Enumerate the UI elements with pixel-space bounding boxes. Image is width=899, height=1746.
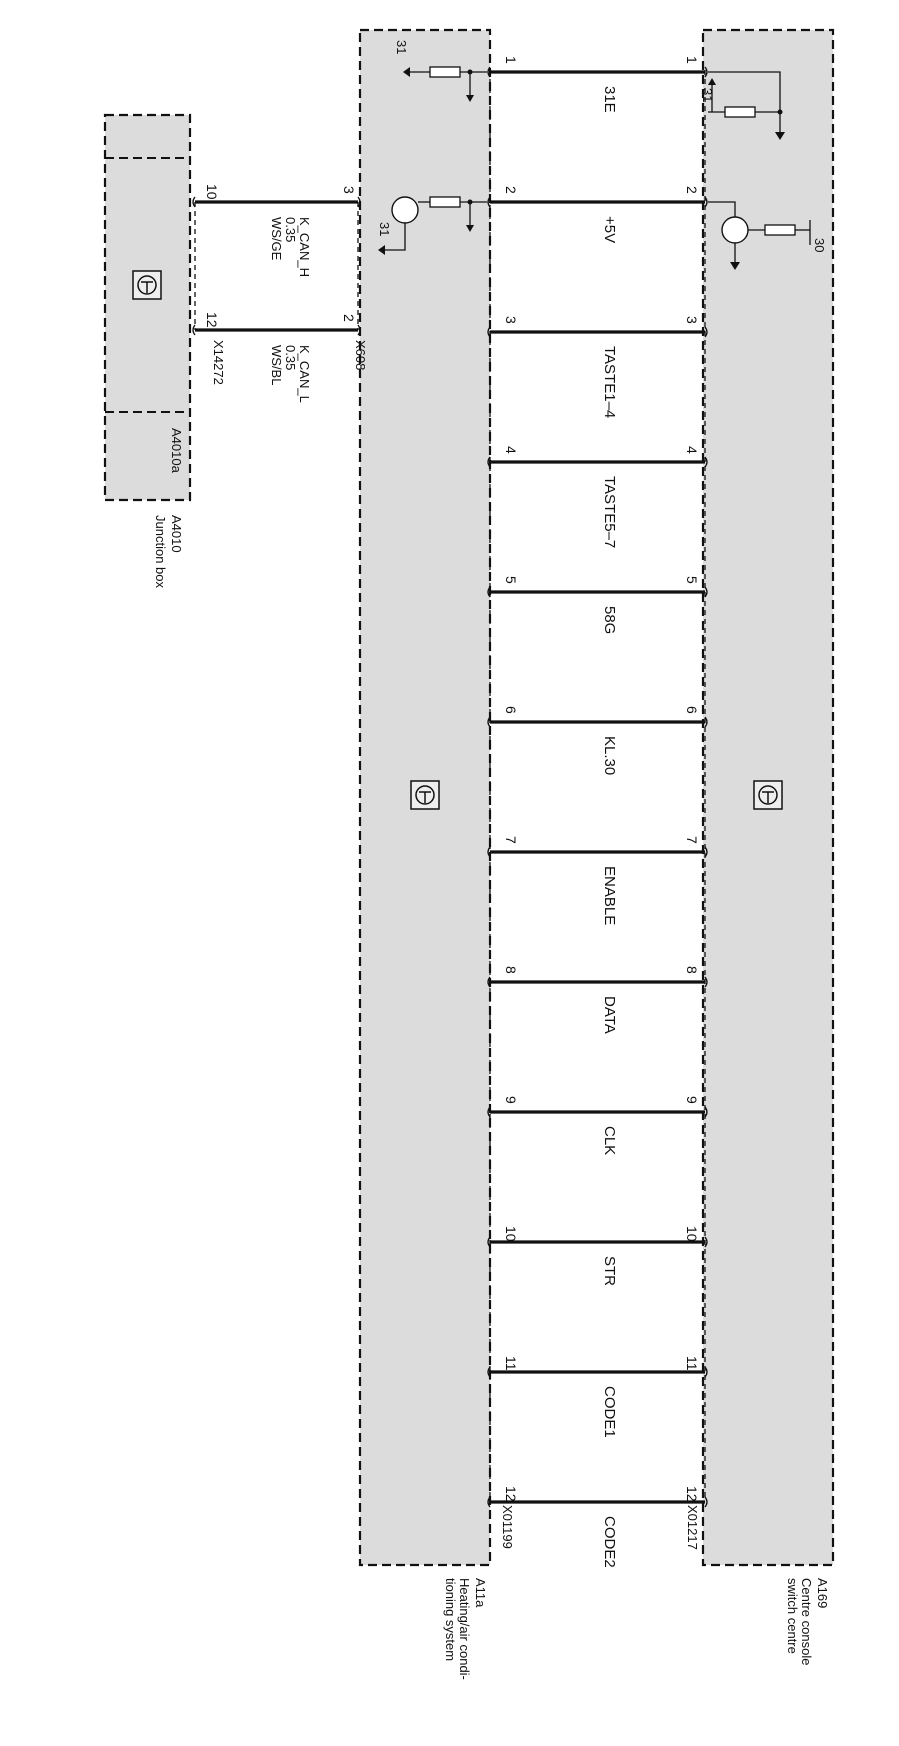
- connector-stub: [192, 324, 196, 336]
- a11a-pin1-resistor-circuit: [403, 66, 487, 102]
- jb-pin-number: 12: [204, 312, 220, 328]
- signal-label-2: +5V: [601, 216, 618, 243]
- connector-stub: [704, 326, 708, 338]
- jb-pin-number: 10: [204, 184, 220, 200]
- a11a-connector-label: X01199: [500, 1505, 515, 1549]
- a169-pin-number: 1: [684, 56, 700, 64]
- can-wire-spec: K_CAN_L: [297, 345, 312, 403]
- a11a-pin-number: 6: [503, 706, 519, 714]
- a11a-ecu-icon: [410, 780, 440, 810]
- connector-stub: [704, 1236, 708, 1248]
- a169-pin-number: 4: [684, 446, 700, 454]
- a169-connector-label: X01217: [685, 1505, 700, 1550]
- a11a-pin-number: 1: [503, 56, 519, 64]
- signal-label-7: ENABLE: [601, 866, 618, 925]
- x608-connector-label: X608: [353, 340, 368, 370]
- a11a-id: A11a: [473, 1578, 488, 1608]
- a169-pin1-resistor-circuit: [708, 71, 785, 140]
- a11a-pin-number: 10: [503, 1226, 519, 1242]
- a11a-pin-number: 8: [503, 966, 519, 974]
- a11a-pin-number: 4: [503, 446, 519, 454]
- a169-ecu-icon: [753, 780, 783, 810]
- signal-label-6: KL.30: [601, 736, 618, 775]
- a169-pin-number: 3: [684, 316, 700, 324]
- a11a-pin2-transistor-circuit: [378, 196, 487, 255]
- signal-label-12: CODE2: [601, 1516, 618, 1568]
- can-wire-spec: K_CAN_H: [297, 217, 312, 277]
- can-wire-spec: 0.35: [283, 345, 298, 370]
- a169-pin2-transistor-circuit: [708, 201, 811, 270]
- a169-pin-number: 11: [684, 1356, 700, 1371]
- x608-pin-number: 2: [341, 314, 357, 322]
- can-wire-spec: WS/BL: [269, 345, 284, 385]
- a169-pin-number: 2: [684, 186, 700, 194]
- a169-pin-number: 9: [684, 1096, 700, 1104]
- a11a-pin2-ground-label: 31: [377, 222, 392, 236]
- connector-stub: [704, 976, 708, 988]
- can-wire-spec: 0.35: [283, 217, 298, 242]
- connector-stub: [357, 324, 361, 336]
- a169-pin-number: 12: [684, 1486, 700, 1502]
- connector-stub: [704, 716, 708, 728]
- signal-wires: 1131E22+5V33TASTE1–444TASTE5–75558G66KL.…: [487, 56, 708, 1568]
- a4010-name: Junction box: [153, 515, 168, 588]
- connector-stub: [487, 976, 491, 988]
- a169-pin-number: 7: [684, 836, 700, 844]
- connector-stub: [487, 1236, 491, 1248]
- connector-stub: [487, 716, 491, 728]
- a169-pin-number: 8: [684, 966, 700, 974]
- signal-label-1: 31E: [601, 86, 618, 113]
- a169-name-line1: Centre console: [799, 1578, 814, 1665]
- can-wire-spec: WS/GE: [269, 217, 284, 261]
- a11a-pin-number: 9: [503, 1096, 519, 1104]
- signal-label-5: 58G: [601, 606, 618, 634]
- connector-stub: [487, 326, 491, 338]
- signal-label-10: STR: [601, 1256, 618, 1286]
- a169-supply-label: 30: [812, 238, 827, 252]
- a4010-sub-id: A4010a: [169, 428, 184, 474]
- a169-name-line2: switch centre: [785, 1578, 800, 1654]
- connector-stub: [487, 66, 491, 78]
- a4010-id: A4010: [169, 515, 184, 553]
- a11a-pin-number: 3: [503, 316, 519, 324]
- a11a-pin1-ground-label: 31: [394, 40, 409, 54]
- a169-pin1-ground-label: 31: [700, 88, 715, 102]
- signal-label-4: TASTE5–7: [601, 476, 618, 548]
- a11a-name-line2: tioning system: [443, 1578, 458, 1661]
- x608-pin-number: 3: [341, 186, 357, 194]
- a11a-pin-number: 7: [503, 836, 519, 844]
- a4010-ecu-icon: [132, 270, 162, 300]
- a11a-pin-number: 2: [503, 186, 519, 194]
- a11a-pin-number: 11: [503, 1356, 519, 1371]
- connector-stub: [704, 66, 708, 78]
- signal-label-3: TASTE1–4: [601, 346, 618, 418]
- a169-pin-number: 10: [684, 1226, 700, 1242]
- a11a-pin-number: 12: [503, 1486, 519, 1502]
- a169-pin-number: 5: [684, 576, 700, 584]
- signal-label-9: CLK: [601, 1126, 618, 1155]
- a11a-pin-number: 5: [503, 576, 519, 584]
- a169-id: A169: [815, 1578, 830, 1608]
- a11a-name-line1: Heating/air condi-: [457, 1578, 472, 1680]
- signal-label-8: DATA: [601, 996, 618, 1034]
- a169-pin-number: 6: [684, 706, 700, 714]
- connector-stub: [704, 1496, 708, 1508]
- connector-stub: [487, 1496, 491, 1508]
- signal-label-11: CODE1: [601, 1386, 618, 1438]
- a4010-module-box: [103, 113, 192, 502]
- a4010-connector-label: X14272: [211, 340, 226, 385]
